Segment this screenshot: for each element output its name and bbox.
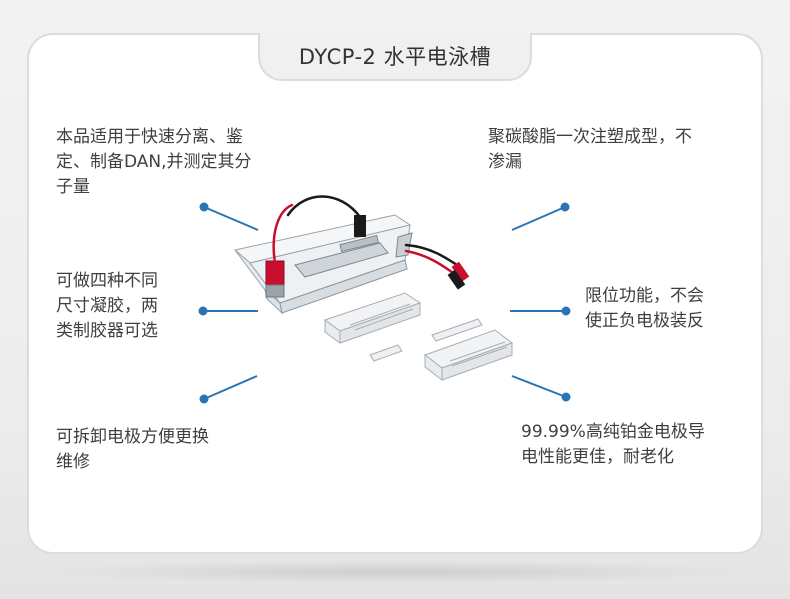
feature-line: 99.99%高纯铂金电极导: [521, 422, 705, 442]
electrode-wires: [272, 195, 470, 290]
gel-casting-pieces: [323, 292, 514, 382]
callout-dot: [561, 306, 571, 316]
feature-line: 可拆卸电极方便更换: [56, 427, 209, 447]
feature-top-right: 聚碳酸脂一次注塑成型，不 渗漏: [488, 125, 692, 175]
feature-bottom-right: 99.99%高纯铂金电极导 电性能更佳，耐老化: [521, 420, 705, 470]
product-title-tab: DYCP-2 水平电泳槽: [258, 33, 532, 81]
feature-line: 本品适用于快速分离、鉴: [56, 127, 243, 147]
feature-line: 使正负电极装反: [585, 311, 704, 331]
callout-dot: [560, 202, 570, 212]
feature-line: 电性能更佳，耐老化: [521, 447, 674, 467]
feature-line: 限位功能，不会: [585, 286, 704, 306]
feature-line: 类制胶器可选: [56, 321, 158, 341]
callout-line-bottom-right: [511, 375, 567, 398]
product-title: DYCP-2 水平电泳槽: [298, 45, 492, 69]
callout-line-top-right: [511, 206, 566, 231]
callout-dot: [561, 392, 571, 402]
card-shadow: [40, 560, 750, 584]
feature-line: 聚碳酸脂一次注塑成型，不: [488, 127, 692, 147]
feature-mid-right: 限位功能，不会 使正负电极装反: [585, 284, 704, 334]
electrophoresis-tank-image: [233, 195, 514, 382]
feature-line: 渗漏: [488, 152, 522, 172]
feature-top-left: 本品适用于快速分离、鉴 定、制备DAN,并测定其分 子量: [56, 125, 252, 200]
feature-mid-left: 可做四种不同 尺寸凝胶，两 类制胶器可选: [56, 269, 158, 344]
callout-line-top-left: [203, 206, 259, 231]
callout-dot: [199, 202, 209, 212]
callout-dot: [199, 394, 209, 404]
feature-line: 可做四种不同: [56, 271, 158, 291]
callout-line-bottom-left: [203, 375, 258, 400]
feature-line: 尺寸凝胶，两: [56, 296, 158, 316]
callout-dot: [198, 306, 208, 316]
feature-line: 维修: [56, 452, 90, 472]
feature-card: [27, 33, 763, 554]
feature-bottom-left: 可拆卸电极方便更换 维修: [56, 425, 209, 475]
feature-line: 定、制备DAN,并测定其分: [56, 152, 252, 172]
feature-line: 子量: [56, 177, 90, 197]
tank-body: [233, 214, 413, 315]
